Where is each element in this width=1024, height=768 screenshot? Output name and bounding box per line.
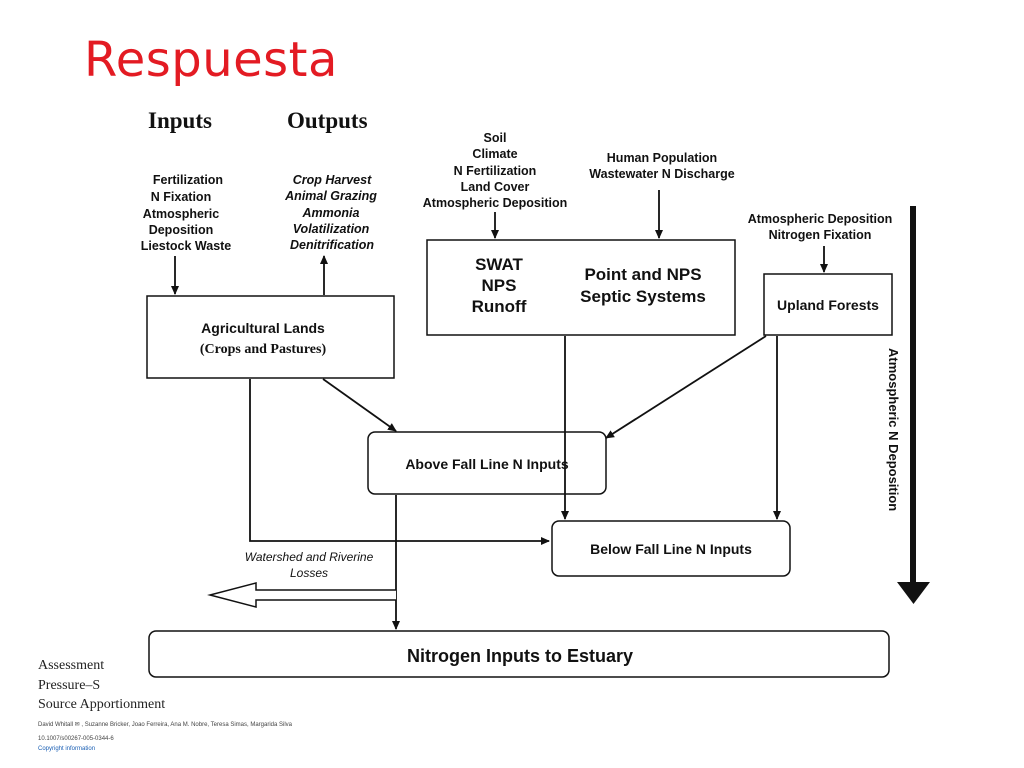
forest-input-item: Nitrogen Fixation [769, 228, 872, 242]
swat-input-item: N Fertilization [454, 164, 537, 178]
above-fall-line-box [367, 431, 607, 495]
above-fall-line-label: Above Fall Line N Inputs [405, 456, 569, 472]
agricultural-lands-box [146, 295, 395, 379]
ag-outputs-list: Crop Harvest Animal Grazing Ammonia Vola… [284, 173, 377, 252]
forest-input-item: Atmospheric Deposition [748, 212, 892, 226]
septic-systems-label: Septic Systems [580, 287, 706, 306]
citation-line: Assessment [38, 658, 105, 673]
agricultural-lands-sublabel: (Crops and Pastures) [200, 342, 327, 357]
point-nps-label: Point and NPS [584, 265, 701, 284]
below-fall-line-label: Below Fall Line N Inputs [590, 541, 752, 557]
ag-to-below-arrow [249, 379, 550, 545]
citation-authors[interactable]: David Whitall ✉ , Suzanne Bricker, Joao … [38, 722, 293, 728]
upland-forests-box [763, 273, 893, 336]
swat-input-item: Land Cover [461, 180, 530, 194]
point-input-item: Human Population [607, 151, 717, 165]
outputs-header: Outputs [287, 108, 368, 133]
citation-doi[interactable]: 10.1007/s00267-005-0344-6 [38, 736, 114, 742]
ag-to-above-arrow [322, 378, 397, 432]
point-input-item: Wastewater N Discharge [589, 167, 734, 181]
ag-output-item: Animal Grazing [284, 189, 377, 203]
ag-output-item: Volatilization [293, 222, 370, 236]
ag-inputs-list: Fertilization N Fixation Atmospheric Dep… [141, 173, 232, 253]
ag-input-item: Liestock Waste [141, 239, 232, 253]
estuary-label: Nitrogen Inputs to Estuary [407, 646, 633, 666]
forest-inputs-list: Atmospheric Deposition Nitrogen Fixation [748, 212, 892, 242]
estuary-box [148, 630, 890, 678]
point-inputs-list: Human Population Wastewater N Discharge [589, 151, 734, 181]
nps-label: NPS [482, 276, 517, 295]
forest-to-above-arrow [605, 335, 767, 439]
losses-arrow [207, 582, 396, 608]
atmospheric-deposition-arrow [910, 206, 916, 582]
swat-input-item: Atmospheric Deposition [423, 196, 567, 210]
citation-line: Source Apportionment [38, 697, 166, 712]
ag-input-item: Fertilization [153, 173, 223, 187]
upland-forests-label: Upland Forests [777, 297, 879, 313]
ag-output-item: Ammonia [302, 206, 360, 220]
copyright-link[interactable]: Copyright information [38, 746, 96, 752]
atmospheric-arrowhead-icon [897, 582, 930, 604]
swat-label: SWAT [475, 255, 523, 274]
swat-inputs-list: Soil Climate N Fertilization Land Cover … [423, 131, 567, 210]
inputs-header: Inputs [148, 108, 212, 133]
atmospheric-deposition-label: Atmospheric N Deposition [886, 348, 901, 511]
citation-line: Pressure–S [38, 678, 101, 693]
agricultural-lands-label: Agricultural Lands [201, 320, 325, 336]
ag-output-item: Denitrification [290, 238, 374, 252]
ag-input-item: Atmospheric [143, 207, 219, 221]
below-fall-line-box [551, 520, 791, 577]
swat-input-item: Soil [484, 131, 507, 145]
losses-label-line1: Watershed and Riverine [245, 550, 374, 564]
runoff-label: Runoff [472, 297, 527, 316]
ag-input-item: N Fixation [151, 190, 211, 204]
losses-label-line2: Losses [290, 566, 328, 580]
swat-point-box [426, 239, 736, 336]
swat-input-item: Climate [472, 147, 517, 161]
ag-output-item: Crop Harvest [293, 173, 372, 187]
slide-title: Respuesta [84, 32, 338, 88]
ag-input-item: Deposition [149, 223, 214, 237]
